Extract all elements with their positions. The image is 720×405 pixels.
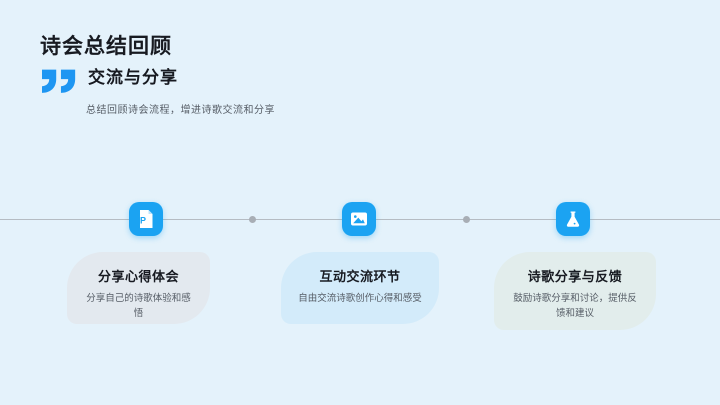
timeline-dot (249, 216, 256, 223)
svg-text:P: P (140, 216, 146, 226)
quote-icon (42, 69, 76, 93)
flask-icon (556, 202, 590, 236)
image-icon (342, 202, 376, 236)
card-title: 诗歌分享与反馈 (527, 269, 623, 284)
page-title: 诗会总结回顾 (40, 35, 172, 58)
ppt-file-icon: P (129, 202, 163, 236)
card-description: 鼓励诗歌分享和讨论，提供反馈和建议 (513, 293, 637, 319)
section-heading: 交流与分享 (88, 68, 178, 87)
card-title: 互动交流环节 (319, 269, 401, 284)
card-description: 自由交流诗歌创作心得和感受 (298, 293, 422, 304)
timeline-card: 诗歌分享与反馈 鼓励诗歌分享和讨论，提供反馈和建议 (494, 252, 656, 330)
section-subtitle: 总结回顾诗会流程，增进诗歌交流和分享 (86, 105, 275, 116)
timeline-dot (463, 216, 470, 223)
timeline-card: 互动交流环节 自由交流诗歌创作心得和感受 (281, 252, 439, 324)
timeline-card: 分享心得体会 分享自己的诗歌体验和感悟 (67, 252, 210, 324)
card-description: 分享自己的诗歌体验和感悟 (86, 293, 191, 319)
card-title: 分享心得体会 (97, 269, 179, 284)
